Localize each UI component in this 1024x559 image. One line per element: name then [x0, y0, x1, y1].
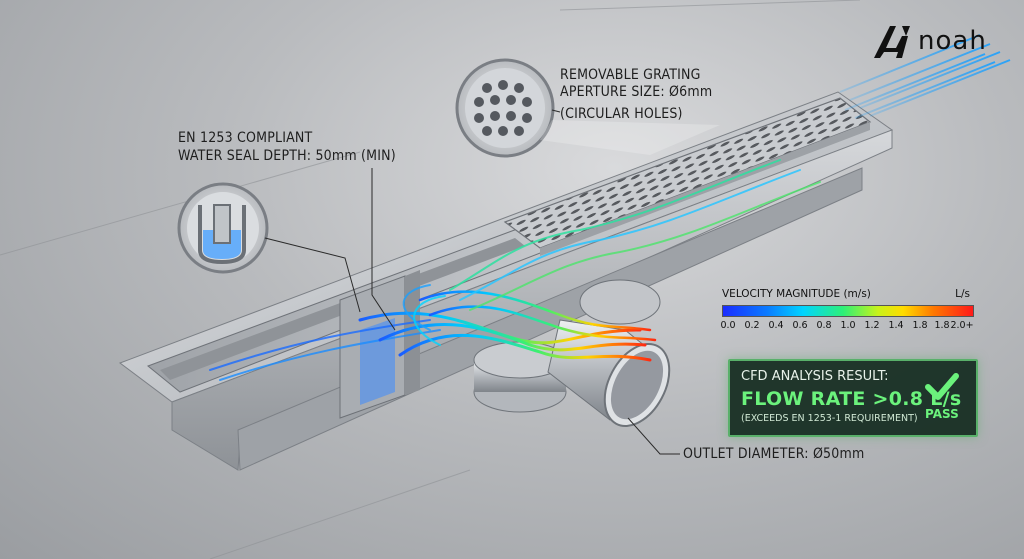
legend-tick: 0.4 [768, 320, 784, 331]
cfd-result-title: CFD ANALYSIS RESULT: [741, 369, 889, 384]
cfd-result-panel: CFD ANALYSIS RESULT: FLOW RATE >0.8 L/s … [728, 359, 978, 437]
legend-color-bar [722, 305, 974, 317]
legend-tick: 0.6 [792, 320, 808, 331]
legend-tick: 1.8 [912, 320, 928, 331]
brand-logo-text: noah [918, 26, 987, 56]
pass-status: PASS [925, 407, 959, 421]
seal-baffle-back [405, 270, 420, 395]
seal-callout-magnifier [177, 182, 269, 274]
legend-tick: 2.0+ [950, 320, 974, 331]
noah-logo-icon [874, 26, 910, 58]
legend-unit: L/s [955, 288, 970, 300]
legend-tick: 1.2 [864, 320, 880, 331]
cfd-requirement: (EXCEEDS EN 1253-1 REQUIREMENT) [741, 413, 918, 424]
cfd-streamlines [209, 159, 821, 381]
seal-label-line1: EN 1253 COMPLIANT [178, 130, 313, 146]
legend-tick: 0.0 [720, 320, 736, 331]
legend-tick: 1.8 [934, 320, 950, 331]
grating-label-line2: APERTURE SIZE: Ø6mm [560, 84, 713, 100]
incoming-flow-stream [839, 34, 1011, 119]
legend-title: VELOCITY MAGNITUDE (m/s) [722, 288, 871, 300]
legend-tick: 0.2 [744, 320, 760, 331]
legend-ticks: 0.0 0.2 0.4 0.6 0.8 1.0 1.2 1.4 1.8 1.8 … [720, 320, 974, 334]
cfd-flow-rate: FLOW RATE >0.8 L/s [741, 388, 962, 410]
velocity-legend: VELOCITY MAGNITUDE (m/s) L/s 0.0 0.2 0.4… [720, 288, 974, 334]
floor-tile-seams [0, 0, 861, 559]
grating-label-line3: (CIRCULAR HOLES) [560, 106, 683, 122]
legend-tick: 0.8 [816, 320, 832, 331]
grating-callout-magnifier [455, 58, 720, 158]
seal-label-line2: WATER SEAL DEPTH: 50mm (MIN) [178, 148, 396, 164]
grating-label-line1: REMOVABLE GRATING [560, 67, 701, 83]
legend-tick: 1.0 [840, 320, 856, 331]
legend-tick: 1.4 [888, 320, 904, 331]
outlet-label: OUTLET DIAMETER: Ø50mm [683, 446, 865, 462]
callout-leader-lines [264, 109, 680, 455]
checkmark-icon [925, 373, 959, 400]
